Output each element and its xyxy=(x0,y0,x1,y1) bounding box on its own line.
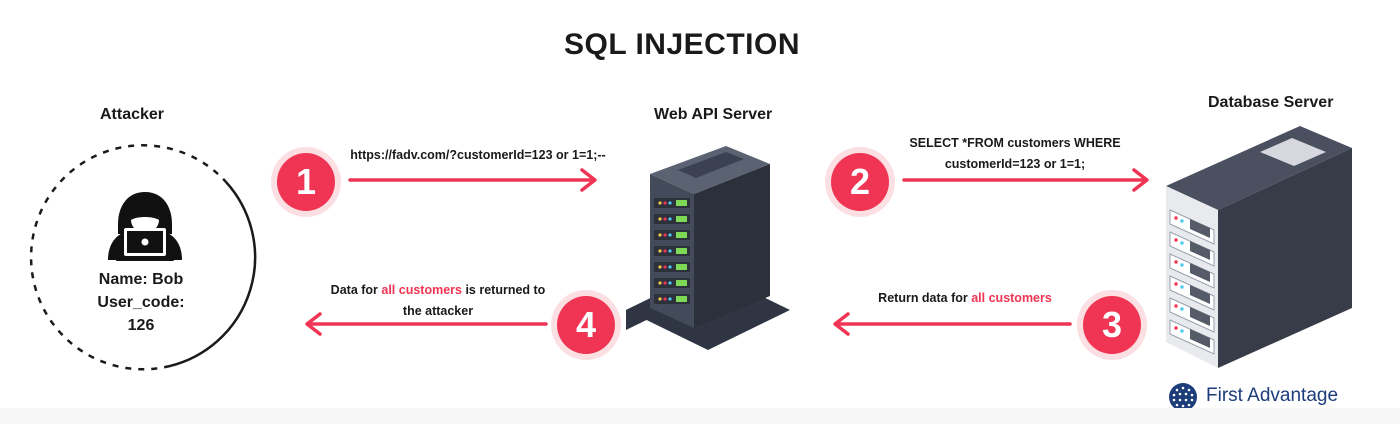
arrow-step-4 xyxy=(305,312,548,336)
step-2-text-line2: customerId=123 or 1=1; xyxy=(944,157,1086,171)
hacker-icon xyxy=(108,192,182,261)
attacker-code-value: 126 xyxy=(127,317,155,334)
step-4-text-highlight: all customers xyxy=(381,283,462,297)
step-4-badge: 4 xyxy=(557,296,615,354)
step-4-text: Data for all customers is returned to th… xyxy=(316,280,560,322)
step-1-badge: 1 xyxy=(277,153,335,211)
step-1-text: https://fadv.com/?customerId=123 or 1=1;… xyxy=(350,148,606,162)
database-server-rack-units xyxy=(1169,209,1215,355)
web-server-icon xyxy=(626,146,790,350)
step-4-text-prefix: Data for xyxy=(330,283,382,297)
step-3-text-highlight: all customers xyxy=(971,291,1052,305)
database-server-label: Database Server xyxy=(1208,94,1334,111)
step-3-text-prefix: Return data for xyxy=(878,291,972,305)
arrow-step-1 xyxy=(348,168,597,192)
step-2-text-line1: SELECT *FROM customers WHERE xyxy=(909,136,1121,150)
attacker-code-label: User_code: xyxy=(97,294,185,311)
arrow-step-2 xyxy=(902,168,1149,192)
database-server-icon xyxy=(1166,126,1352,368)
attacker-name: Name: Bob xyxy=(98,271,184,288)
step-4-text-line2: the attacker xyxy=(402,304,474,318)
step-3-text: Return data for all customers xyxy=(850,288,1080,309)
step-2-badge: 2 xyxy=(831,153,889,211)
arrow-step-3 xyxy=(833,312,1072,336)
attacker-label: Attacker xyxy=(100,106,165,123)
bottom-band xyxy=(0,408,1400,424)
diagram-title: SQL INJECTION xyxy=(564,28,800,61)
web-server-label: Web API Server xyxy=(654,106,773,123)
globe-dots-icon xyxy=(1169,383,1197,411)
step-4-text-suffix: is returned to xyxy=(461,283,546,297)
step-2-text: SELECT *FROM customers WHERE customerId=… xyxy=(880,133,1150,175)
web-server-rack-units xyxy=(654,198,690,304)
step-3-badge: 3 xyxy=(1083,296,1141,354)
brand-name: First Advantage xyxy=(1206,385,1339,406)
attacker-details: Name: Bob User_code: 126 xyxy=(66,268,216,337)
attacker-circle xyxy=(29,144,257,371)
